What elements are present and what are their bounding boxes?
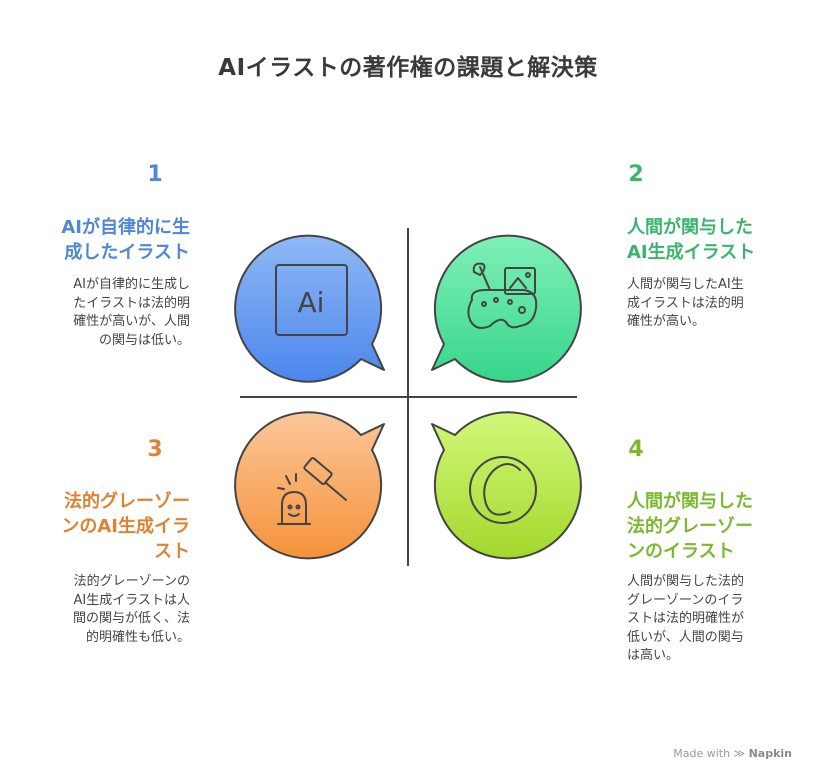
quadrant-4-bubble bbox=[431, 411, 582, 560]
napkin-logo-icon: ≫ bbox=[733, 747, 746, 760]
copyright-c-icon bbox=[469, 456, 537, 524]
napkin-watermark: Made with ≫ Napkin bbox=[673, 747, 792, 760]
quadrant-3-number: 3 bbox=[147, 437, 163, 462]
napkin-brand: Napkin bbox=[748, 747, 792, 760]
quadrant-4-heading: 人間が関与した 法的グレーゾー ンのイラスト bbox=[627, 491, 753, 562]
quadrant-1-description: AIが自律的に生成し たイラストは法的明 確性が高いが、人間 の関与は低い。 bbox=[73, 277, 190, 348]
quadrant-4-description: 人間が関与した法的 グレーゾーンのイラ ストは法的明確性が 低いが、人間の関与 … bbox=[627, 574, 745, 663]
quadrant-2-number: 2 bbox=[628, 162, 644, 187]
ai-logo-icon: Ai bbox=[275, 264, 348, 336]
quadrant-3-bubble bbox=[234, 411, 385, 560]
quadrant-3-description: 法的グレーゾーンの AI生成イラストは人 間の関与が低く、法 的明確性も低い。 bbox=[72, 574, 190, 645]
quadrant-3-heading: 法的グレーゾー ンのAI生成イラ スト bbox=[61, 491, 190, 562]
quadrant-2-heading: 人間が関与した AI生成イラスト bbox=[627, 217, 756, 263]
page-title: AIイラストの著作権の課題と解決策 bbox=[218, 55, 598, 81]
quadrant-4-number: 4 bbox=[628, 437, 644, 462]
quadrant-1-number: 1 bbox=[147, 162, 163, 187]
svg-text:Ai: Ai bbox=[298, 286, 325, 319]
quadrant-2-bubble bbox=[431, 234, 582, 383]
paintbrush-image-palette-icon bbox=[467, 262, 538, 329]
quadrant-2-description: 人間が関与したAI生 成イラストは法的明 確性が高い。 bbox=[627, 277, 744, 329]
quadrant-1-bubble: Ai bbox=[234, 234, 385, 383]
made-with-label: Made with bbox=[673, 747, 731, 760]
gavel-robot-icon bbox=[277, 457, 347, 525]
quadrant-1-heading: AIが自律的に生 成したイラスト bbox=[61, 217, 190, 263]
